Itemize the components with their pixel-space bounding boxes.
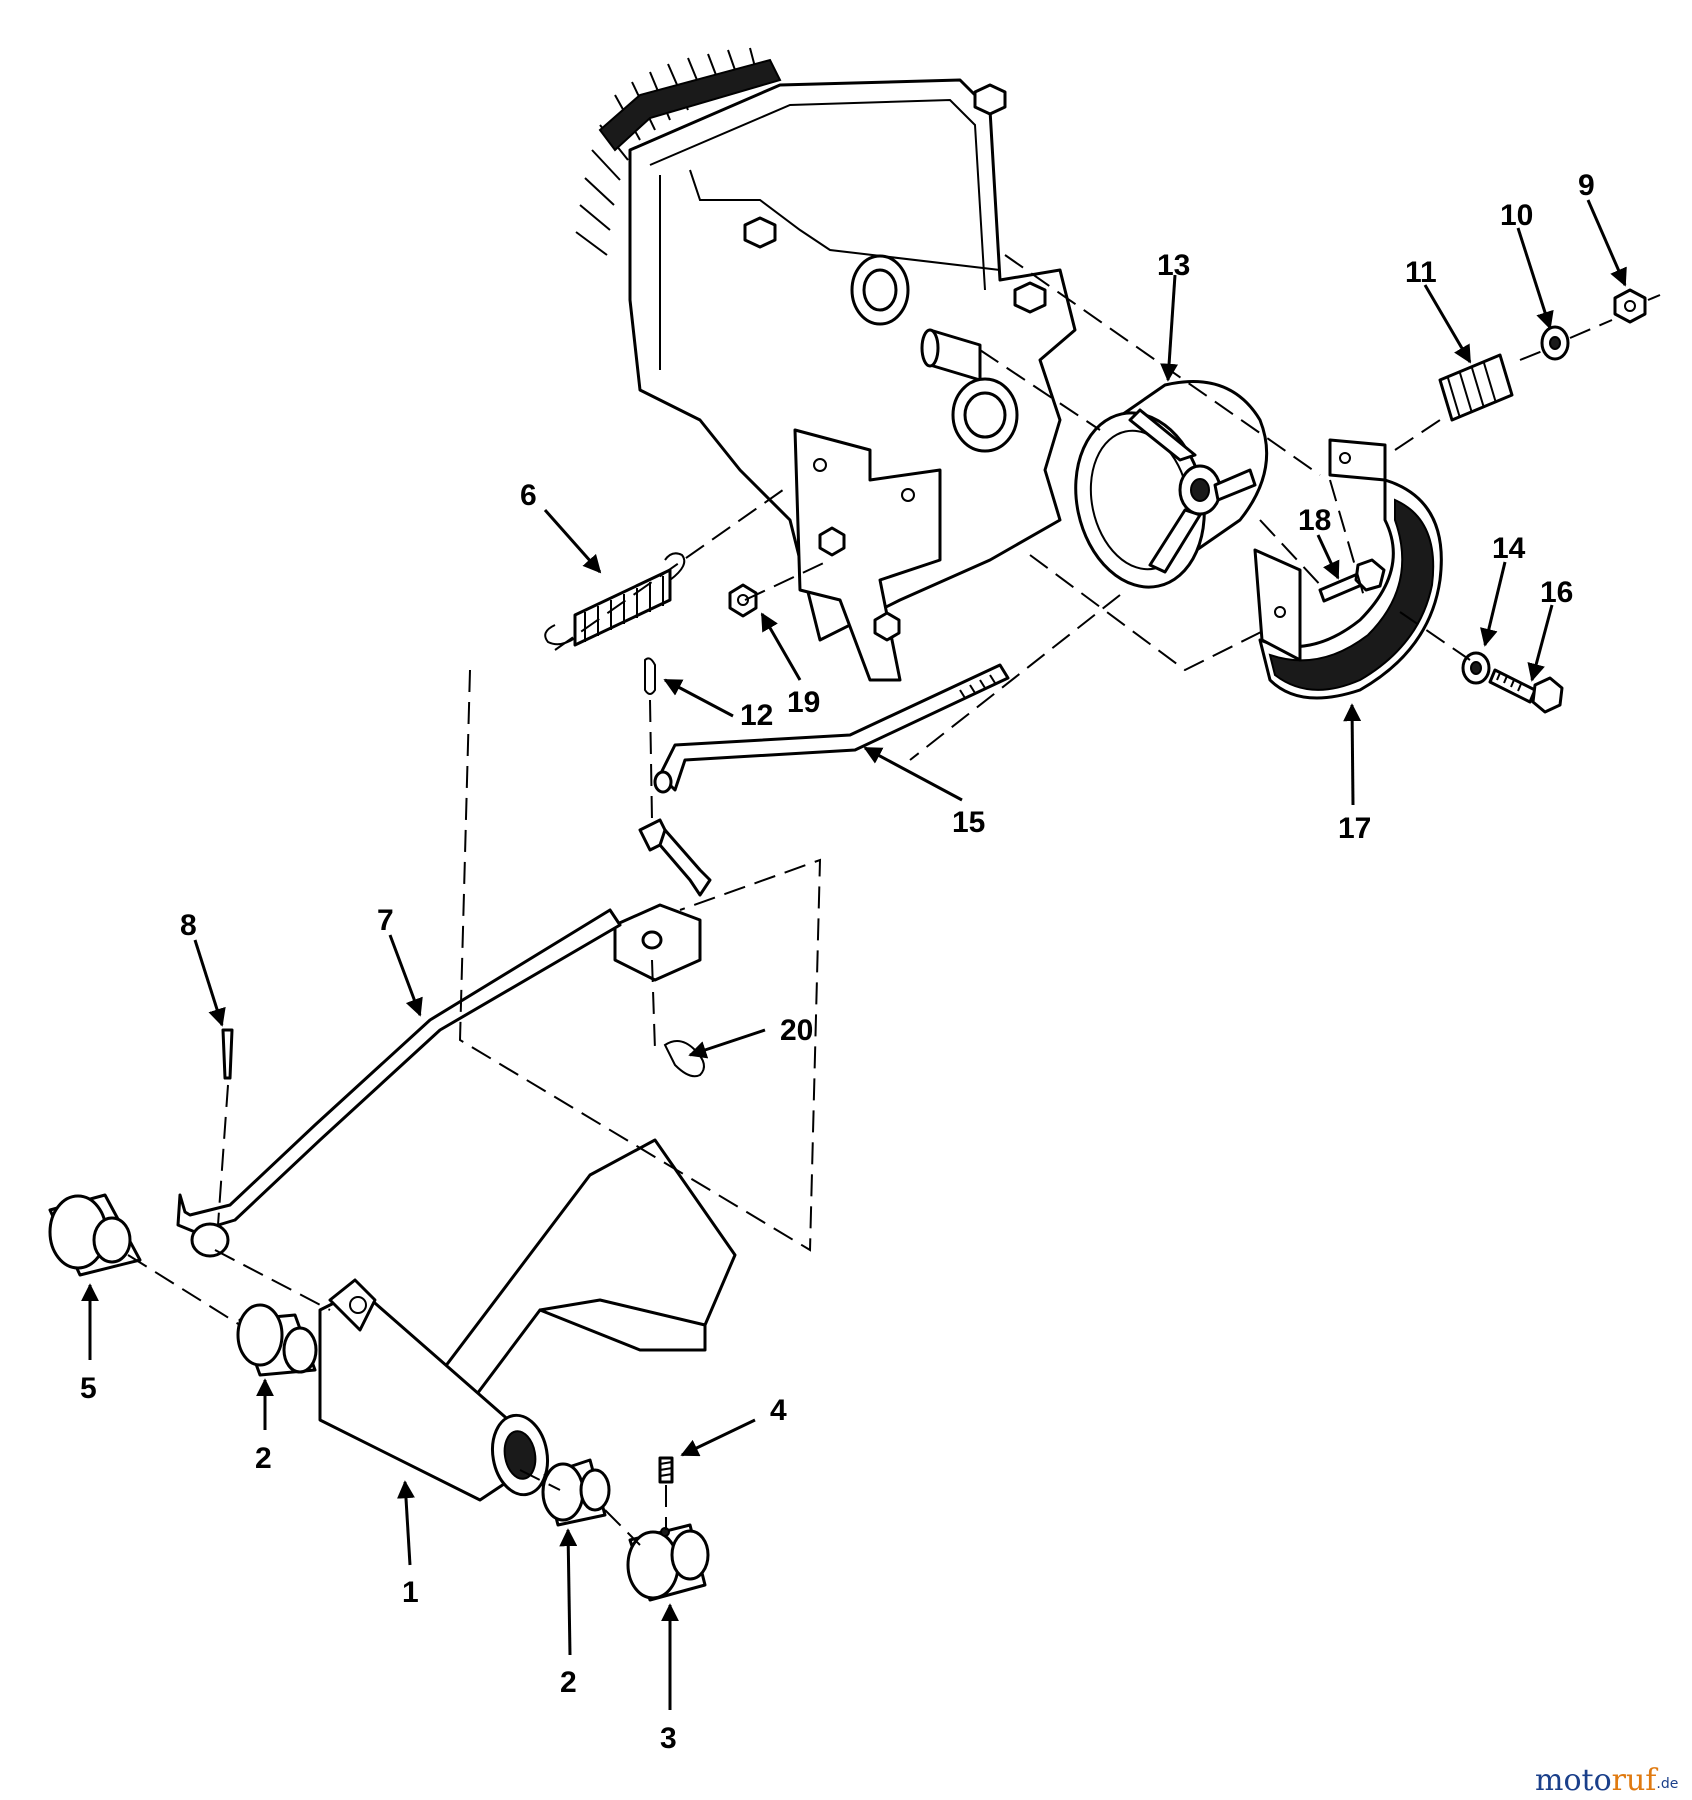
bolt — [1488, 668, 1564, 714]
clip — [663, 1040, 705, 1078]
housing-bolt — [743, 216, 777, 249]
callout-18: 18 — [1298, 504, 1331, 537]
callout-16: 16 — [1540, 576, 1573, 609]
callout-17: 17 — [1338, 812, 1371, 845]
callout-7: 7 — [377, 904, 394, 937]
bushing — [236, 1303, 318, 1377]
callout-11: 11 — [1405, 256, 1437, 289]
callout-2: 2 — [560, 1666, 577, 1699]
callout-3: 3 — [660, 1722, 677, 1755]
brake-drum — [1074, 380, 1269, 589]
callout-2: 2 — [255, 1442, 272, 1475]
callout-labels: 13 11 10 9 6 18 14 16 19 12 15 17 7 8 20… — [80, 169, 1595, 1755]
housing-bolt — [1013, 281, 1047, 314]
output-shaft — [920, 328, 982, 382]
callout-1: 1 — [402, 1576, 419, 1609]
leader-arrows — [81, 199, 1627, 1710]
setscrew — [658, 1456, 674, 1484]
callout-15: 15 — [952, 806, 985, 839]
clutch-rod — [176, 908, 622, 1258]
spacer — [48, 1193, 142, 1277]
pedal-lever — [318, 1138, 737, 1502]
watermark-logo: motoruf.de — [1535, 1763, 1678, 1798]
callout-10: 10 — [1500, 199, 1533, 232]
hex-nut — [1613, 288, 1647, 324]
bushing — [541, 1458, 611, 1527]
callout-9: 9 — [1578, 169, 1595, 202]
assembly-lines — [127, 254, 1661, 1546]
callout-19: 19 — [787, 686, 820, 719]
hex-nut — [728, 583, 758, 618]
callout-12: 12 — [740, 699, 773, 732]
extension-spring — [544, 552, 686, 647]
washer — [1540, 325, 1570, 361]
cooling-fins — [575, 47, 782, 256]
hairpin-clip — [644, 657, 656, 695]
cotter-pin — [221, 1028, 234, 1080]
housing-bolt — [973, 83, 1007, 116]
brake-rod — [653, 663, 1010, 794]
collar — [626, 1523, 710, 1602]
linkage-bracket — [613, 818, 712, 982]
brake-band — [1253, 438, 1443, 700]
svg-text:motoruf.de: motoruf.de — [1535, 1763, 1678, 1798]
callout-20: 20 — [780, 1014, 813, 1047]
callout-14: 14 — [1492, 532, 1526, 565]
callout-8: 8 — [180, 909, 197, 942]
bolt — [1318, 558, 1386, 603]
callout-6: 6 — [520, 479, 537, 512]
compression-spring — [1438, 353, 1514, 422]
callout-4: 4 — [770, 1394, 787, 1427]
callout-5: 5 — [80, 1372, 97, 1405]
mounting-bracket — [793, 428, 942, 682]
callout-13: 13 — [1157, 249, 1190, 282]
transmission-housing — [575, 47, 1077, 682]
